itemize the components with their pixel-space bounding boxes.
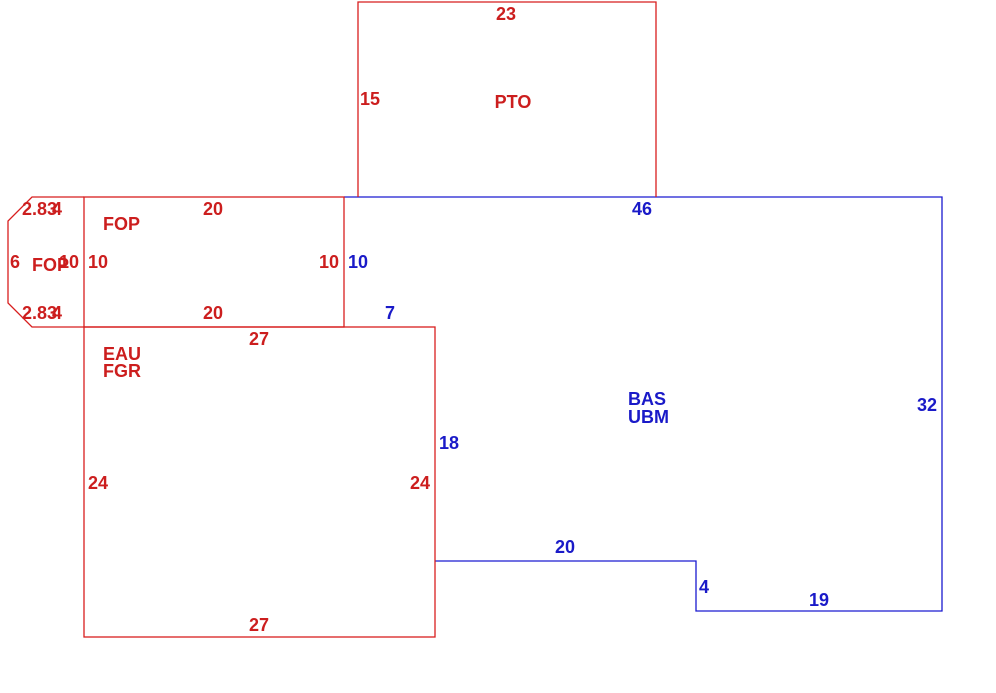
dim-side-right: 10	[59, 252, 79, 272]
eau-label: EAU	[103, 344, 141, 364]
bas-label: BAS	[628, 389, 666, 409]
dim-bas-notch-side: 18	[439, 433, 459, 453]
fgr-label: FGR	[103, 361, 141, 381]
fop-side-outline	[7, 196, 84, 328]
dim-bas-step-top: 20	[555, 537, 575, 557]
dim-side-left: 6	[10, 252, 20, 272]
eau-outline	[83, 326, 436, 638]
dim-side-bottom-diag: 2.83	[22, 303, 57, 323]
dim-bas-right: 32	[917, 395, 937, 415]
dim-side-bottom-edge: 4	[52, 303, 62, 323]
bas-outline	[344, 196, 943, 612]
dim-bas-notch-top: 7	[385, 303, 395, 323]
dim-side-top-diag: 2.83	[22, 199, 57, 219]
dim-fop-left: 10	[88, 252, 108, 272]
dim-eau-top: 27	[249, 329, 269, 349]
dim-side-top-edge: 4	[52, 199, 62, 219]
ubm-label: UBM	[628, 407, 669, 427]
dim-bas-top: 46	[632, 199, 652, 219]
dim-bas-left-upper: 10	[348, 252, 368, 272]
pto-label: PTO	[495, 92, 532, 112]
pto-outline	[357, 1, 657, 197]
dim-fop-right: 10	[319, 252, 339, 272]
dim-eau-bottom: 27	[249, 615, 269, 635]
dim-fop-top: 20	[203, 199, 223, 219]
fop-side-label: FOP	[32, 255, 69, 275]
dim-pto-top: 23	[496, 4, 516, 24]
dim-bas-bottom: 19	[809, 590, 829, 610]
dim-fop-bottom: 20	[203, 303, 223, 323]
dim-eau-right: 24	[410, 473, 430, 493]
fop-label: FOP	[103, 214, 140, 234]
dim-bas-step-side: 4	[699, 577, 709, 597]
dim-pto-left: 15	[360, 89, 380, 109]
dim-eau-left: 24	[88, 473, 108, 493]
